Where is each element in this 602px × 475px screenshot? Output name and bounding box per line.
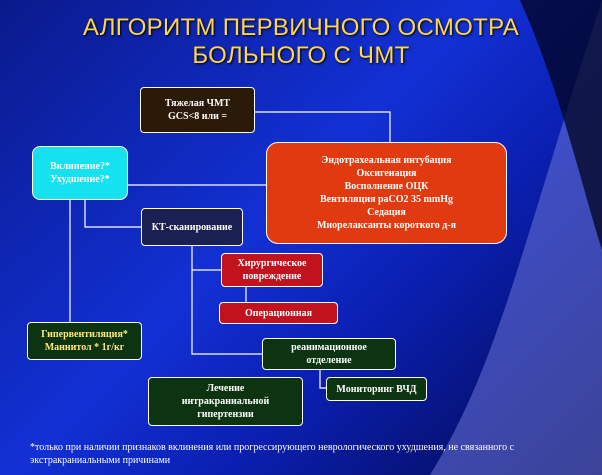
- herniation-box: Вклинение?* Ухудшение?*: [32, 146, 128, 200]
- line-ct-to-surgical: [191, 246, 221, 271]
- line-herniation-to-ct: [84, 200, 141, 228]
- title-line-2: БОЛЬНОГО С ЧМТ: [192, 42, 410, 69]
- treatment-box: Лечение интракраниальной гипертензии: [148, 377, 303, 426]
- footnote: *только при наличии признаков вклинения …: [30, 442, 515, 466]
- dark-corner: [520, 0, 602, 250]
- line-icu-to-monitoring: [319, 370, 326, 389]
- icp-monitoring-box: Мониторинг ВЧД: [326, 377, 427, 401]
- ct-scan-box: КТ-сканирование: [141, 208, 243, 246]
- title-line-1: АЛГОРИТМ ПЕРВИЧНОГО ОСМОТРА: [82, 14, 520, 41]
- intubation-box: Эндотрахеальная интубация Оксигенация Во…: [266, 142, 507, 244]
- surgical-injury-box: Хирургическое повреждение: [221, 253, 323, 287]
- operation-room-box: Операционная: [219, 302, 338, 324]
- icu-box: реанимационное отделение: [262, 338, 396, 370]
- severe-tbi-box: Тяжелая ЧМТ GCS<8 или =: [140, 87, 255, 133]
- hyperventilation-box: Гипервентиляция* Маннитол * 1г/кг: [27, 322, 142, 360]
- line-severe-to-intubation: [255, 111, 391, 142]
- slide-title: АЛГОРИТМ ПЕРВИЧНОГО ОСМОТРА БОЛЬНОГО С Ч…: [0, 14, 602, 70]
- line-ct-to-icu: [191, 270, 262, 355]
- light-wave-band: [430, 0, 602, 475]
